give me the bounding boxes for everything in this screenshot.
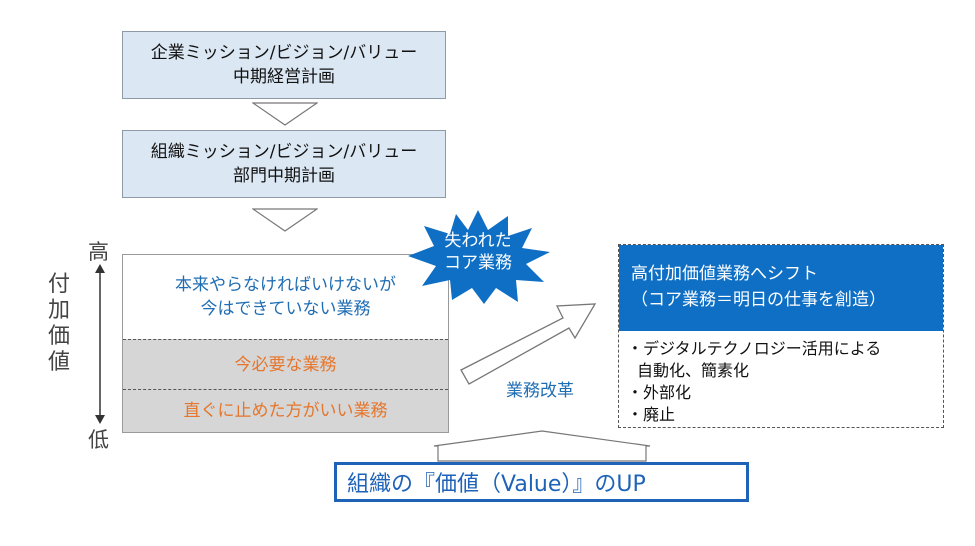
- up-arrow: [433, 430, 651, 462]
- shift-method-list: ・デジタルテクノロジー活用による 自動化、簡素化 ・外部化 ・廃止: [627, 338, 881, 426]
- high-value-shift-box: 高付加価値業務へシフト （コア業務＝明日の仕事を創造） ・デジタルテクノロジー活…: [618, 244, 944, 428]
- down-arrow-2: [252, 208, 318, 232]
- burst-star-icon: [408, 210, 550, 304]
- value-up-label: 組織の『価値（Value）』のUP: [334, 462, 749, 502]
- axis-low-label: 低: [88, 428, 109, 452]
- burst-line1: 失われた: [444, 231, 512, 251]
- segment-undone-line2: 今はできていない業務: [200, 299, 371, 319]
- division-plan-line1: 組織ミッション/ビジョン/バリュー: [150, 142, 418, 162]
- company-plan-line2: 中期経営計画: [233, 67, 335, 87]
- reform-label: 業務改革: [506, 381, 574, 401]
- task-stack-box: 本来やらなければいけないが 今はできていない業務 今必要な業務 直ぐに止めた方が…: [122, 254, 449, 433]
- list-item: 自動化、簡素化: [637, 361, 750, 380]
- high-value-shift-header: 高付加価値業務へシフト （コア業務＝明日の仕事を創造）: [619, 245, 943, 331]
- value-axis-title: 付加価値: [47, 272, 70, 375]
- company-plan-line1: 企業ミッション/ビジョン/バリュー: [150, 43, 418, 63]
- shift-title-line1: 高付加価値業務へシフト: [631, 264, 818, 284]
- burst-text: 失われた コア業務: [430, 230, 526, 274]
- segment-current-text: 今必要な業務: [234, 354, 337, 375]
- axis-high-label: 高: [88, 240, 109, 264]
- diagonal-arrow: [460, 303, 597, 385]
- segment-undone-tasks: 本来やらなければいけないが 今はできていない業務: [123, 255, 448, 339]
- segment-stop-text: 直ぐに止めた方がいい業務: [183, 401, 388, 421]
- segment-current-tasks: 今必要な業務: [123, 339, 448, 389]
- segment-undone-line1: 本来やらなければいけないが: [175, 275, 396, 295]
- list-item: ・デジタルテクノロジー活用による: [627, 339, 882, 358]
- division-plan-box: 組織ミッション/ビジョン/バリュー 部門中期計画: [122, 130, 446, 198]
- division-plan-line2: 部門中期計画: [233, 166, 335, 186]
- burst-line2: コア業務: [444, 253, 512, 273]
- company-plan-box: 企業ミッション/ビジョン/バリュー 中期経営計画: [122, 31, 446, 99]
- list-item: ・廃止: [627, 405, 676, 424]
- down-arrow-1: [252, 102, 318, 126]
- axis-double-arrow: [95, 264, 105, 424]
- shift-title-line2: （コア業務＝明日の仕事を創造）: [631, 290, 886, 310]
- segment-stop-tasks: 直ぐに止めた方がいい業務: [123, 389, 448, 432]
- list-item: ・外部化: [627, 383, 692, 402]
